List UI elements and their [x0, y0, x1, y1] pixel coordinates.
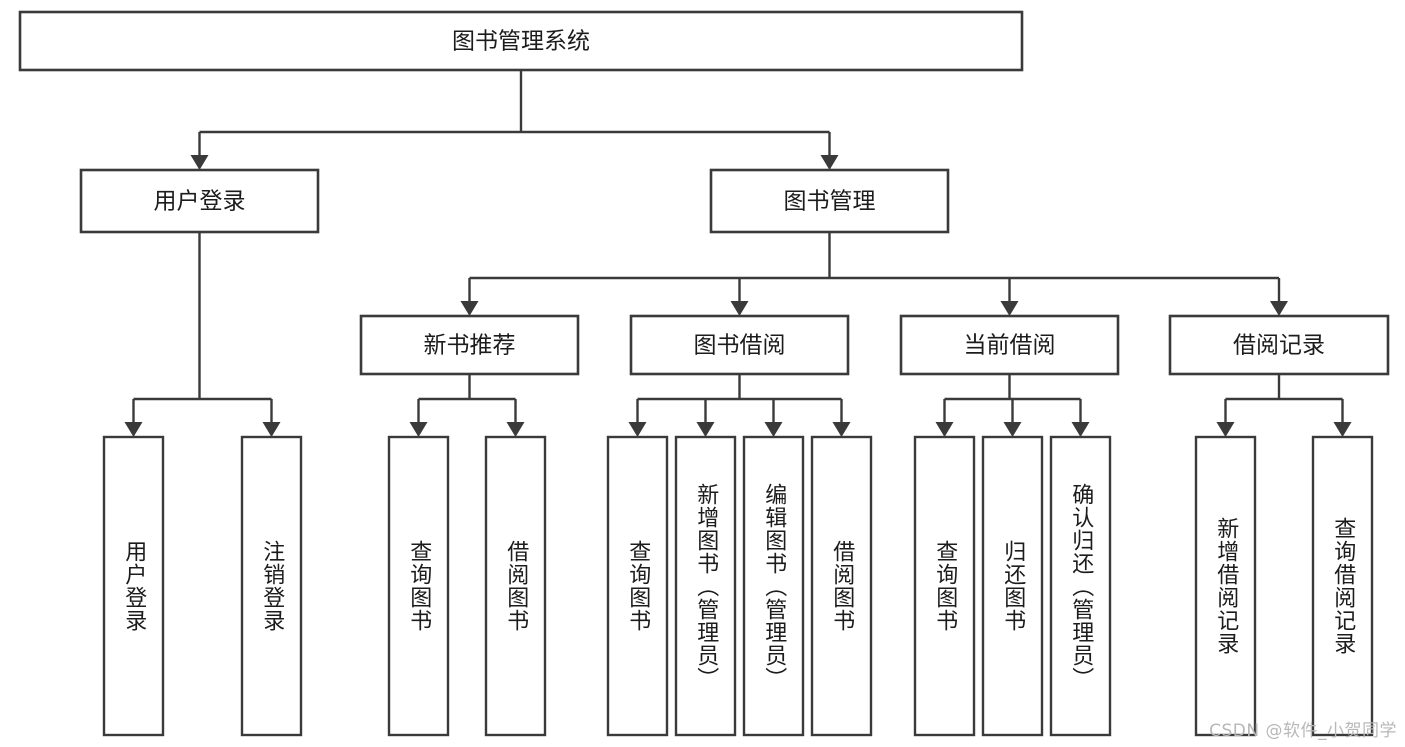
node-box-root[interactable]	[18, 10, 1024, 72]
node-box-new-book-rec[interactable]	[359, 314, 580, 376]
node-label-user-login: 用户登录	[154, 189, 246, 215]
node-box-leaf-add-book[interactable]	[674, 435, 737, 737]
node-box-leaf-confirm-return[interactable]	[1049, 435, 1112, 737]
arrow-head-icon	[1071, 422, 1090, 437]
connector-group-current-borrow	[935, 374, 1090, 437]
node-label-book-manage: 图书管理	[784, 189, 876, 215]
arrow-head-icon	[832, 422, 851, 437]
arrow-head-icon	[730, 301, 749, 316]
node-box-book-manage[interactable]	[709, 168, 950, 234]
node-box-leaf-user-login[interactable]	[102, 435, 165, 737]
arrow-head-icon	[696, 422, 715, 437]
node-label-borrow-record: 借阅记录	[1233, 333, 1325, 359]
node-box-leaf-query-book-rec[interactable]	[387, 435, 450, 737]
connector-group-new-book-rec	[409, 374, 525, 437]
arrow-head-icon	[820, 155, 839, 170]
node-box-book-borrow[interactable]	[629, 314, 850, 376]
node-label-current-borrow: 当前借阅	[964, 333, 1056, 359]
node-box-borrow-record[interactable]	[1168, 314, 1390, 376]
arrow-head-icon	[628, 422, 647, 437]
arrow-head-icon	[409, 422, 428, 437]
node-box-leaf-borrow-book-rec[interactable]	[484, 435, 547, 737]
node-label-book-borrow: 图书借阅	[694, 333, 786, 359]
node-box-leaf-query-book[interactable]	[606, 435, 669, 737]
node-box-leaf-query-record[interactable]	[1311, 435, 1374, 737]
node-box-leaf-query-book-cur[interactable]	[913, 435, 976, 737]
arrow-head-icon	[190, 155, 209, 170]
arrow-head-icon	[506, 422, 525, 437]
node-box-current-borrow[interactable]	[899, 314, 1120, 376]
connector-group-book-manage	[460, 232, 1288, 316]
node-box-leaf-user-logout[interactable]	[240, 435, 303, 737]
connector-group-root	[190, 70, 839, 170]
node-label-root: 图书管理系统	[452, 29, 590, 55]
node-box-leaf-edit-book[interactable]	[742, 435, 805, 737]
arrow-head-icon	[1000, 301, 1019, 316]
connector-group-book-borrow	[628, 374, 851, 437]
arrow-head-icon	[1003, 422, 1022, 437]
node-box-user-login[interactable]	[79, 168, 320, 234]
arrow-head-icon	[460, 301, 479, 316]
node-box-leaf-borrow-book[interactable]	[810, 435, 873, 737]
arrow-head-icon	[1333, 422, 1352, 437]
arrow-head-icon	[1216, 422, 1235, 437]
arrow-head-icon	[1270, 301, 1288, 316]
node-box-leaf-add-record[interactable]	[1194, 435, 1257, 737]
node-label-new-book-rec: 新书推荐	[424, 333, 516, 359]
arrow-head-icon	[935, 422, 954, 437]
node-box-leaf-return-book[interactable]	[981, 435, 1044, 737]
connector-group-user-login	[124, 232, 281, 437]
arrow-head-icon	[124, 422, 143, 437]
arrow-head-icon	[262, 422, 281, 437]
connector-group-borrow-record	[1216, 374, 1352, 437]
arrow-head-icon	[764, 422, 783, 437]
